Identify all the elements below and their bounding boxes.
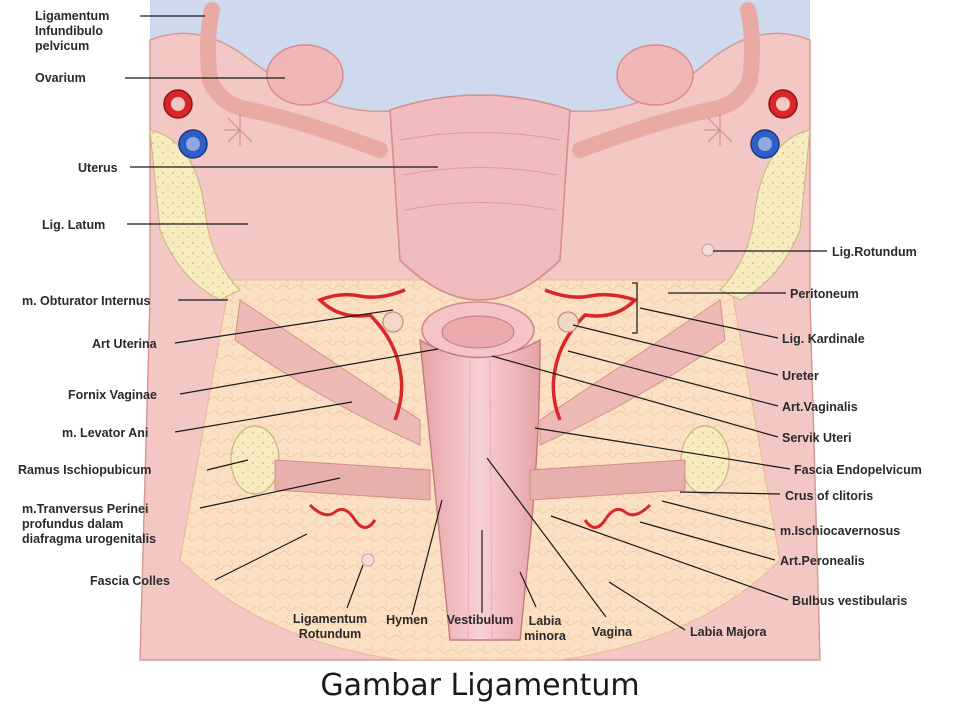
label-line: Lig. Kardinale [782,332,865,346]
label-line: Labia [529,614,563,628]
label-line: minora [524,629,567,643]
uterine-artery-left [316,288,406,421]
label-line: Peritoneum [790,287,859,301]
label-ovarium: Ovarium [35,71,86,85]
label-line: Lig.Rotundum [832,245,917,259]
pointer-lines [125,15,827,631]
label-peronealis: Art.Peronealis [780,554,865,568]
transversus-perinei-right [529,459,686,501]
label-fornix: Fornix Vaginae [68,388,157,402]
label-ischiocav: m.Ischiocavernosus [780,524,900,538]
label-line: Fascia Colles [90,574,170,588]
ischiopubic-ramus-right [680,425,730,495]
label-art-vaginalis: Art.Vaginalis [782,400,858,414]
label-ureter: Ureter [782,369,819,383]
label-art-uterina: Art Uterina [92,337,158,351]
label-line: Fornix Vaginae [68,388,157,402]
label-levator: m. Levator Ani [62,426,148,440]
label-line: Infundibulo [35,24,103,38]
label-line: Ligamentum [293,612,367,626]
fallopian-tube-right [572,2,761,158]
label-line: Ramus Ischiopubicum [18,463,151,477]
fimbriae-left [224,114,253,146]
label-line: m. Obturator Internus [22,294,151,308]
label-line: Ureter [782,369,819,383]
label-obturator: m. Obturator Internus [22,294,151,308]
label-uterus: Uterus [78,161,118,175]
label-line: pelvicum [35,39,89,53]
label-line: Art.Vaginalis [782,400,858,414]
label-line: Art Uterina [92,337,158,351]
label-vestibulum: Vestibulum [447,613,514,627]
fimbriae-right [704,114,733,146]
uterus-body [389,94,571,301]
label-peritoneum: Peritoneum [790,287,859,301]
label-line: Hymen [386,613,428,627]
label-line: Bulbus vestibularis [792,594,907,608]
label-crus: Crus of clitoris [785,489,873,503]
label-servik: Servik Uteri [782,431,851,445]
label-line: Vestibulum [447,613,514,627]
figure-caption: Gambar Ligamentum [320,668,640,703]
label-line: profundus dalam [22,517,123,531]
label-line: Uterus [78,161,118,175]
ureter-left [382,311,404,333]
perineal-artery-left [308,503,377,529]
label-line: Art.Peronealis [780,554,865,568]
label-line: Vagina [592,625,633,639]
ovary-left [266,44,344,106]
transversus-perinei-left [274,459,431,501]
ovary-right [616,44,694,106]
label-vagina: Vagina [592,625,633,639]
label-line: Rotundum [299,627,361,641]
levator-ani-right [539,299,726,446]
label-bulbus: Bulbus vestibularis [792,594,907,608]
round-ligament-bottom [361,553,375,567]
label-line: Ovarium [35,71,86,85]
label-line: Crus of clitoris [785,489,873,503]
label-labia-majora: Labia Majora [690,625,767,639]
label-line: Fascia Endopelvicum [794,463,922,477]
label-line: Labia Majora [690,625,767,639]
label-hymen: Hymen [386,613,428,627]
label-line: Servik Uteri [782,431,851,445]
round-ligament-right [701,243,715,257]
label-lig-latum: Lig. Latum [42,218,105,232]
label-line: diafragma urogenitalis [22,532,156,546]
label-line: Ligamentum [35,9,109,23]
ischiopubic-ramus-left [230,425,280,495]
label-lig-rotundum-r: Lig.Rotundum [832,245,917,259]
label-ramus: Ramus Ischiopubicum [18,463,151,477]
label-line: m.Ischiocavernosus [780,524,900,538]
label-line: Lig. Latum [42,218,105,232]
levator-ani-left [234,299,421,446]
label-fascia-colles: Fascia Colles [90,574,170,588]
fallopian-tube-left [199,2,388,158]
peritoneum-bracket [632,282,638,334]
label-line: m.Tranversus Perinei [22,502,148,516]
label-lig-kardinale: Lig. Kardinale [782,332,865,346]
illustration [139,0,821,661]
perineal-artery-right [583,503,652,529]
label-fascia-endo: Fascia Endopelvicum [794,463,922,477]
ureter-right [557,311,579,333]
label-line: m. Levator Ani [62,426,148,440]
